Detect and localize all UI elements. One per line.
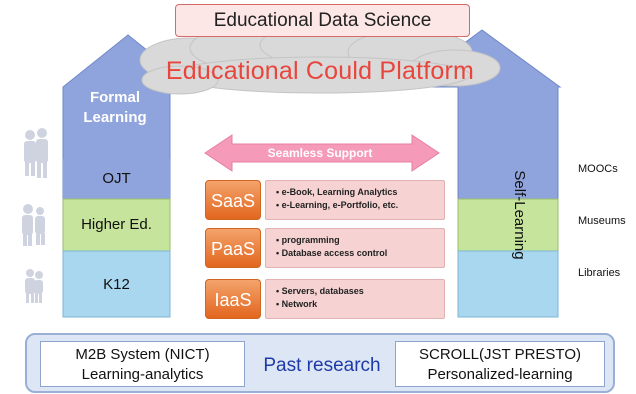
- m2b-line2: Learning-analytics: [81, 366, 204, 383]
- bullet-icon: •: [276, 248, 282, 258]
- scroll-line2: Personalized-learning: [427, 366, 573, 383]
- right-label-libraries: Libraries: [578, 267, 621, 279]
- bullet-icon: •: [276, 299, 282, 309]
- band-libraries: [457, 250, 559, 318]
- layer-iaas-label: IaaS: [205, 279, 261, 319]
- band-k12: [62, 250, 171, 318]
- level-k12: K12: [103, 276, 130, 293]
- saas-item-2: e-Learning, e-Portfolio, etc.: [281, 200, 399, 210]
- past-research-label: Past research: [263, 355, 381, 376]
- formal-learning-label: Formal Learning: [76, 88, 154, 128]
- cloud-platform-label: Educational Could Platform: [165, 57, 475, 85]
- m2b-line1: M2B System (NICT): [75, 346, 210, 363]
- paas-item-1: programming: [281, 235, 340, 245]
- scroll-line1: SCROLL(JST PRESTO): [419, 346, 581, 363]
- formal-learning-line2: Learning: [83, 109, 147, 126]
- paas-item-2: Database access control: [281, 248, 388, 258]
- band-ojt: [63, 159, 170, 199]
- scroll-box: SCROLL(JST PRESTO) Personalized-learning: [395, 341, 605, 387]
- saas-item-1: e-Book, Learning Analytics: [281, 187, 398, 197]
- seamless-support-label: Seamless Support: [267, 146, 373, 160]
- band-museums: [457, 198, 559, 252]
- person-silhouette-icon: [24, 128, 48, 178]
- iaas-item-1: Servers, databases: [281, 286, 364, 296]
- bullet-icon: •: [276, 200, 282, 210]
- bullet-icon: •: [276, 286, 282, 296]
- self-learning-label-svg: Self-Learning: [511, 170, 528, 259]
- layer-saas-box: • e-Book, Learning Analytics • e-Learnin…: [265, 180, 445, 220]
- layer-iaas-box: • Servers, databases • Network: [265, 279, 445, 319]
- layer-paas-label: PaaS: [205, 228, 261, 268]
- double-arrow-icon: [204, 134, 440, 172]
- self-learning-label: Self-Learning: [511, 170, 528, 259]
- iaas-item-2: Network: [281, 299, 318, 309]
- layer-saas-label: SaaS: [205, 180, 261, 220]
- band-higher-ed: [62, 198, 171, 252]
- bullet-icon: •: [276, 187, 282, 197]
- formal-learning-line1: Formal: [89, 89, 140, 106]
- level-ojt: OJT: [102, 170, 131, 187]
- layer-paas-box: • programming • Database access control: [265, 228, 445, 268]
- right-label-museums: Museums: [578, 215, 626, 227]
- page-title: Educational Data Science: [175, 4, 470, 37]
- level-higher-ed: Higher Ed.: [81, 216, 152, 233]
- bullet-icon: •: [276, 235, 282, 245]
- right-label-moocs: MOOCs: [578, 163, 618, 175]
- m2b-system-box: M2B System (NICT) Learning-analytics: [40, 341, 245, 387]
